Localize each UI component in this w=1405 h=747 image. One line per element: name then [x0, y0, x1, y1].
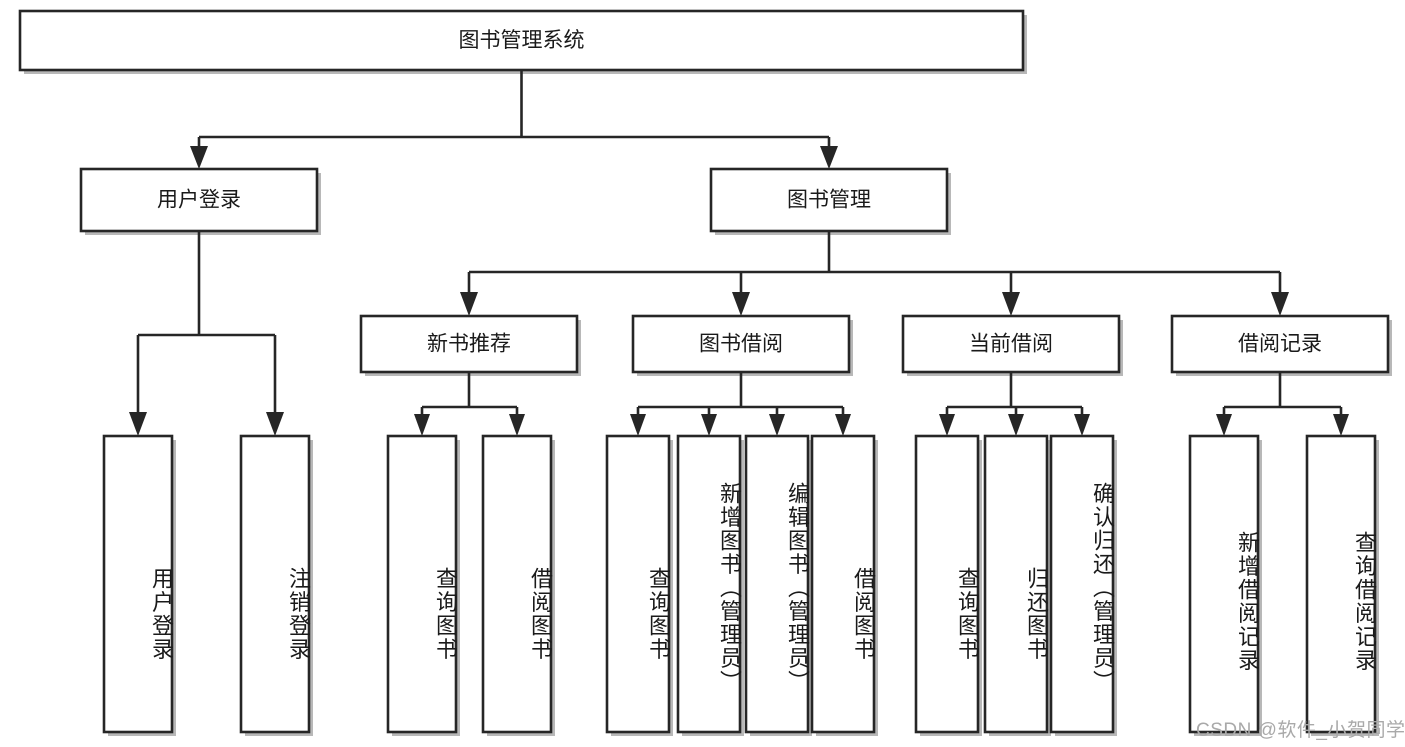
leaf-query-record-box [1305, 434, 1377, 734]
leaf-user-login-box [102, 434, 174, 734]
node-leaf-query-book-3[interactable] [914, 434, 982, 736]
arrow-head-icon [1002, 292, 1020, 316]
arrow-head-icon [732, 292, 750, 316]
arrow-head-icon [835, 414, 851, 436]
node-leaf-query-book-1[interactable] [386, 434, 460, 736]
node-leaf-user-logout[interactable] [239, 434, 313, 736]
node-user-login[interactable] [79, 167, 321, 235]
arrow-head-icon [1008, 414, 1024, 436]
arrow-head-icon [190, 146, 208, 169]
arrow-head-icon [820, 146, 838, 169]
node-borrow-record[interactable] [1170, 314, 1392, 376]
arrow-head-icon [939, 414, 955, 436]
leaf-add-book-box [676, 434, 742, 734]
node-leaf-return-book[interactable] [983, 434, 1051, 736]
leaf-query-book-1-box [386, 434, 458, 734]
book-manage-label: 图书管理 [787, 189, 871, 212]
node-leaf-query-record[interactable] [1305, 434, 1379, 736]
connector-current-borrow-to-leaves [939, 372, 1090, 436]
arrow-head-icon [129, 412, 147, 436]
leaf-return-book-box [983, 434, 1049, 734]
node-leaf-query-book-2[interactable] [605, 434, 673, 736]
root-box [18, 9, 1025, 72]
node-leaf-add-record[interactable] [1188, 434, 1262, 736]
connector-borrow-record-to-leaves [1216, 372, 1349, 436]
node-root[interactable] [18, 9, 1027, 74]
connector-book-manage-to-level2 [460, 231, 1289, 316]
node-leaf-user-login[interactable] [102, 434, 176, 736]
arrow-head-icon [266, 412, 284, 436]
arrow-head-icon [1074, 414, 1090, 436]
arrow-head-icon [769, 414, 785, 436]
node-leaf-edit-book[interactable] [744, 434, 812, 736]
borrow-record-label: 借阅记录 [1238, 333, 1322, 356]
book-borrow-label: 图书借阅 [699, 333, 783, 356]
arrow-head-icon [630, 414, 646, 436]
node-leaf-confirm-return[interactable] [1049, 434, 1117, 736]
watermark-text: CSDN @软件_小贺同学 [1196, 720, 1405, 741]
leaf-edit-book-box [744, 434, 810, 734]
node-leaf-add-book[interactable] [676, 434, 744, 736]
arrow-head-icon [1216, 414, 1232, 436]
connector-new-book-recommend-to-leaves [414, 372, 525, 436]
leaf-add-record-box [1188, 434, 1260, 734]
root-label: 图书管理系统 [459, 29, 585, 52]
node-leaf-borrow-book-1[interactable] [481, 434, 555, 736]
current-borrow-label: 当前借阅 [969, 333, 1053, 356]
connector-root-to-level1 [190, 70, 838, 169]
current-borrow-box [901, 314, 1121, 374]
new-book-recommend-label: 新书推荐 [427, 333, 511, 356]
node-book-borrow[interactable] [631, 314, 853, 376]
user-login-label: 用户登录 [157, 189, 241, 212]
connector-user-login-to-leaves [129, 231, 284, 436]
leaf-confirm-return-box [1049, 434, 1115, 734]
connector-book-borrow-to-leaves [630, 372, 851, 436]
node-current-borrow[interactable] [901, 314, 1123, 376]
arrow-head-icon [1333, 414, 1349, 436]
node-leaf-borrow-book-2[interactable] [810, 434, 878, 736]
leaf-query-book-3-box [914, 434, 980, 734]
leaf-borrow-book-1-box [481, 434, 553, 734]
leaf-borrow-book-2-box [810, 434, 876, 734]
arrow-head-icon [460, 292, 478, 316]
user-login-box [79, 167, 319, 233]
borrow-record-box [1170, 314, 1390, 374]
arrow-head-icon [509, 414, 525, 436]
arrow-head-icon [414, 414, 430, 436]
leaf-query-book-2-box [605, 434, 671, 734]
arrow-head-icon [1271, 292, 1289, 316]
leaf-user-logout-box [239, 434, 311, 734]
arrow-head-icon [701, 414, 717, 436]
